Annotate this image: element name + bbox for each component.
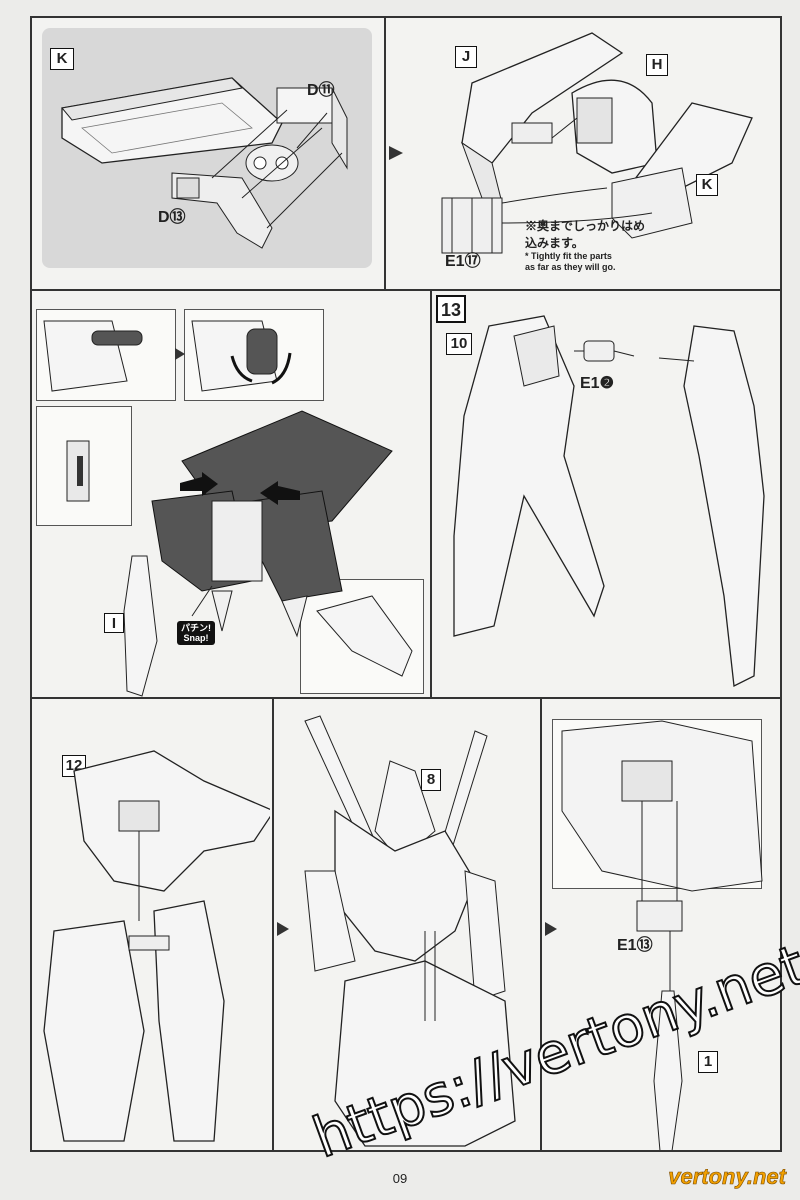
- k-label: K: [50, 48, 74, 70]
- snap-badge: パチン! Snap!: [177, 621, 215, 645]
- fit-note-en: * Tightly fit the parts as far as they w…: [525, 251, 616, 272]
- arrow-right-icon: [545, 922, 557, 936]
- bottom-right-drawing: [561, 720, 763, 1150]
- bottom-left-label-12: 12: [62, 755, 86, 777]
- i-attach-drawing: [43, 320, 413, 697]
- page-number: 09: [392, 1171, 408, 1186]
- arrow-right-icon: [277, 922, 289, 936]
- jhk-assembly-drawing: [441, 32, 753, 254]
- top-vertical-divider: [384, 18, 386, 289]
- bottom-divider-1: [272, 699, 274, 1150]
- bottom-mid-label-8: 8: [421, 769, 441, 791]
- fit-note-jp: ※奥までしっかりはめ込みます。: [525, 219, 646, 250]
- part-d13: D⑬: [158, 209, 186, 226]
- top-section: K D⑪ D⑬: [30, 16, 782, 291]
- k-assembly-drawing: [61, 77, 348, 249]
- middle-vertical-divider: [430, 291, 432, 697]
- snap-en: Snap!: [183, 633, 209, 643]
- snap-jp: パチン!: [181, 623, 211, 633]
- part-d11: D⑪: [307, 82, 335, 99]
- arrow-right-icon: [389, 146, 403, 160]
- arrow-right-icon: [175, 348, 185, 360]
- part-e1-13: E1⑬: [617, 937, 653, 954]
- step-13-label: 13: [436, 295, 466, 323]
- step13-left-label: 10: [446, 333, 472, 355]
- k-label-right: K: [696, 174, 718, 196]
- part-e1-17: E1⑰: [445, 253, 481, 270]
- j-label: J: [455, 46, 477, 68]
- bottom-mid-drawing: [304, 715, 516, 1147]
- i-label: I: [104, 613, 124, 633]
- h-label: H: [646, 54, 668, 76]
- bottom-right-label-1: 1: [698, 1051, 718, 1073]
- bottom-left-drawing: [43, 750, 270, 1142]
- bottom-section: 12 8: [30, 697, 782, 1152]
- middle-section: I パチン! Snap! 13 10 11 E1❷: [30, 289, 782, 699]
- bottom-divider-2: [540, 699, 542, 1150]
- footer-url: vertony.net: [668, 1164, 786, 1190]
- part-e1-2: E1❷: [580, 375, 614, 392]
- step13-drawing: [453, 315, 765, 687]
